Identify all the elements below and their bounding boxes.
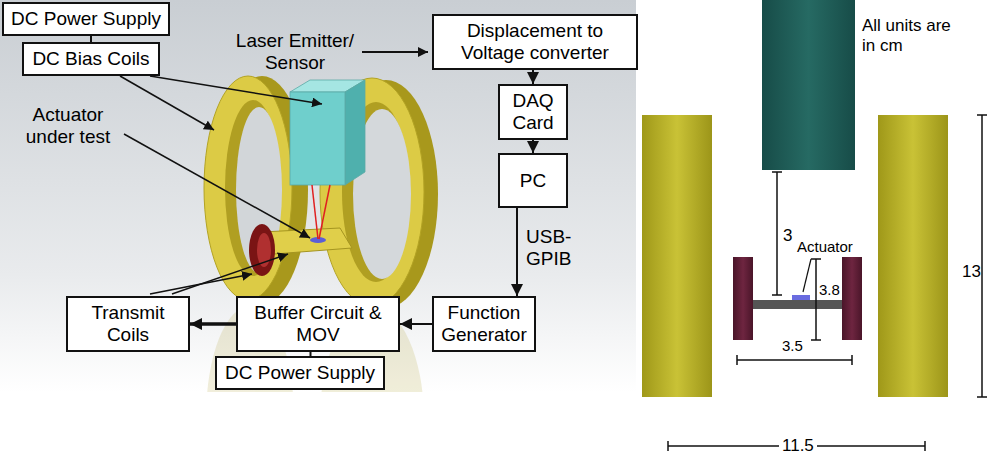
leader-arrow — [150, 76, 322, 104]
laser-sensor — [290, 92, 345, 185]
laser-sensor-section — [762, 0, 855, 170]
bias-coil-section — [642, 115, 712, 397]
mounting-plate — [262, 228, 352, 254]
dimension-line — [815, 259, 817, 340]
leader-arrow — [124, 134, 310, 238]
dimension-line — [981, 115, 983, 397]
box-label: DC Bias Coils — [28, 48, 154, 70]
render-background — [0, 0, 636, 392]
connector-arrow — [532, 140, 534, 153]
connector-label: USB-GPIB — [526, 226, 584, 270]
box-label: Displacement to Voltage converter — [438, 20, 632, 64]
block-box: PC — [498, 153, 568, 208]
block-box: DC Power Supply — [2, 2, 170, 36]
dimension-value: 3.8 — [819, 281, 840, 298]
units-note: All units are in cm — [862, 16, 966, 55]
connector-arrow — [400, 323, 432, 325]
box-label: Buffer Circuit & MOV — [242, 302, 394, 346]
box-label: Transmit Coils — [72, 302, 184, 346]
actuator — [792, 295, 810, 300]
block-box: Function Generator — [432, 296, 536, 352]
transmit-coil — [249, 224, 275, 276]
box-label: PC — [504, 170, 562, 192]
support-bar — [753, 300, 842, 309]
callout-label: Laser Emitter/ Sensor — [232, 30, 358, 74]
callout-label: Actuator under test — [16, 104, 120, 148]
bias-coil-inner — [225, 100, 281, 276]
transmit-coil-section — [733, 257, 753, 340]
box-label: Function Generator — [438, 302, 530, 346]
bias-coil — [204, 76, 292, 300]
laser-beam — [319, 185, 330, 239]
connector-arrow — [190, 322, 236, 326]
dimension-line — [776, 172, 778, 295]
dimension-value: 13 — [962, 262, 981, 282]
laser-sensor-side — [345, 80, 365, 185]
part-label: Actuator — [797, 238, 853, 255]
dimension-value: 3 — [783, 226, 792, 246]
dimension-value: 11.5 — [779, 436, 817, 456]
block-box: DAQ Card — [498, 84, 568, 140]
laser-beam — [312, 185, 318, 239]
box-label: DC Power Supply — [8, 8, 164, 30]
transmit-coil-section — [842, 257, 862, 340]
block-box: Transmit Coils — [66, 296, 190, 352]
leader-line — [803, 259, 811, 292]
block-box: DC Bias Coils — [22, 42, 160, 76]
dimension-line — [737, 359, 852, 361]
block-box: Displacement to Voltage converter — [432, 14, 638, 70]
leader-arrow — [172, 254, 288, 294]
block-box: DC Power Supply — [215, 356, 385, 390]
box-label: DAQ Card — [504, 90, 562, 134]
connector-arrow — [516, 208, 518, 296]
leader-arrow — [362, 51, 428, 53]
connector-arrow — [532, 70, 534, 84]
block-box: Buffer Circuit & MOV — [236, 296, 400, 352]
box-label: DC Power Supply — [221, 362, 379, 384]
bias-coil-section — [878, 115, 948, 397]
dimension-value: 3.5 — [782, 337, 803, 354]
